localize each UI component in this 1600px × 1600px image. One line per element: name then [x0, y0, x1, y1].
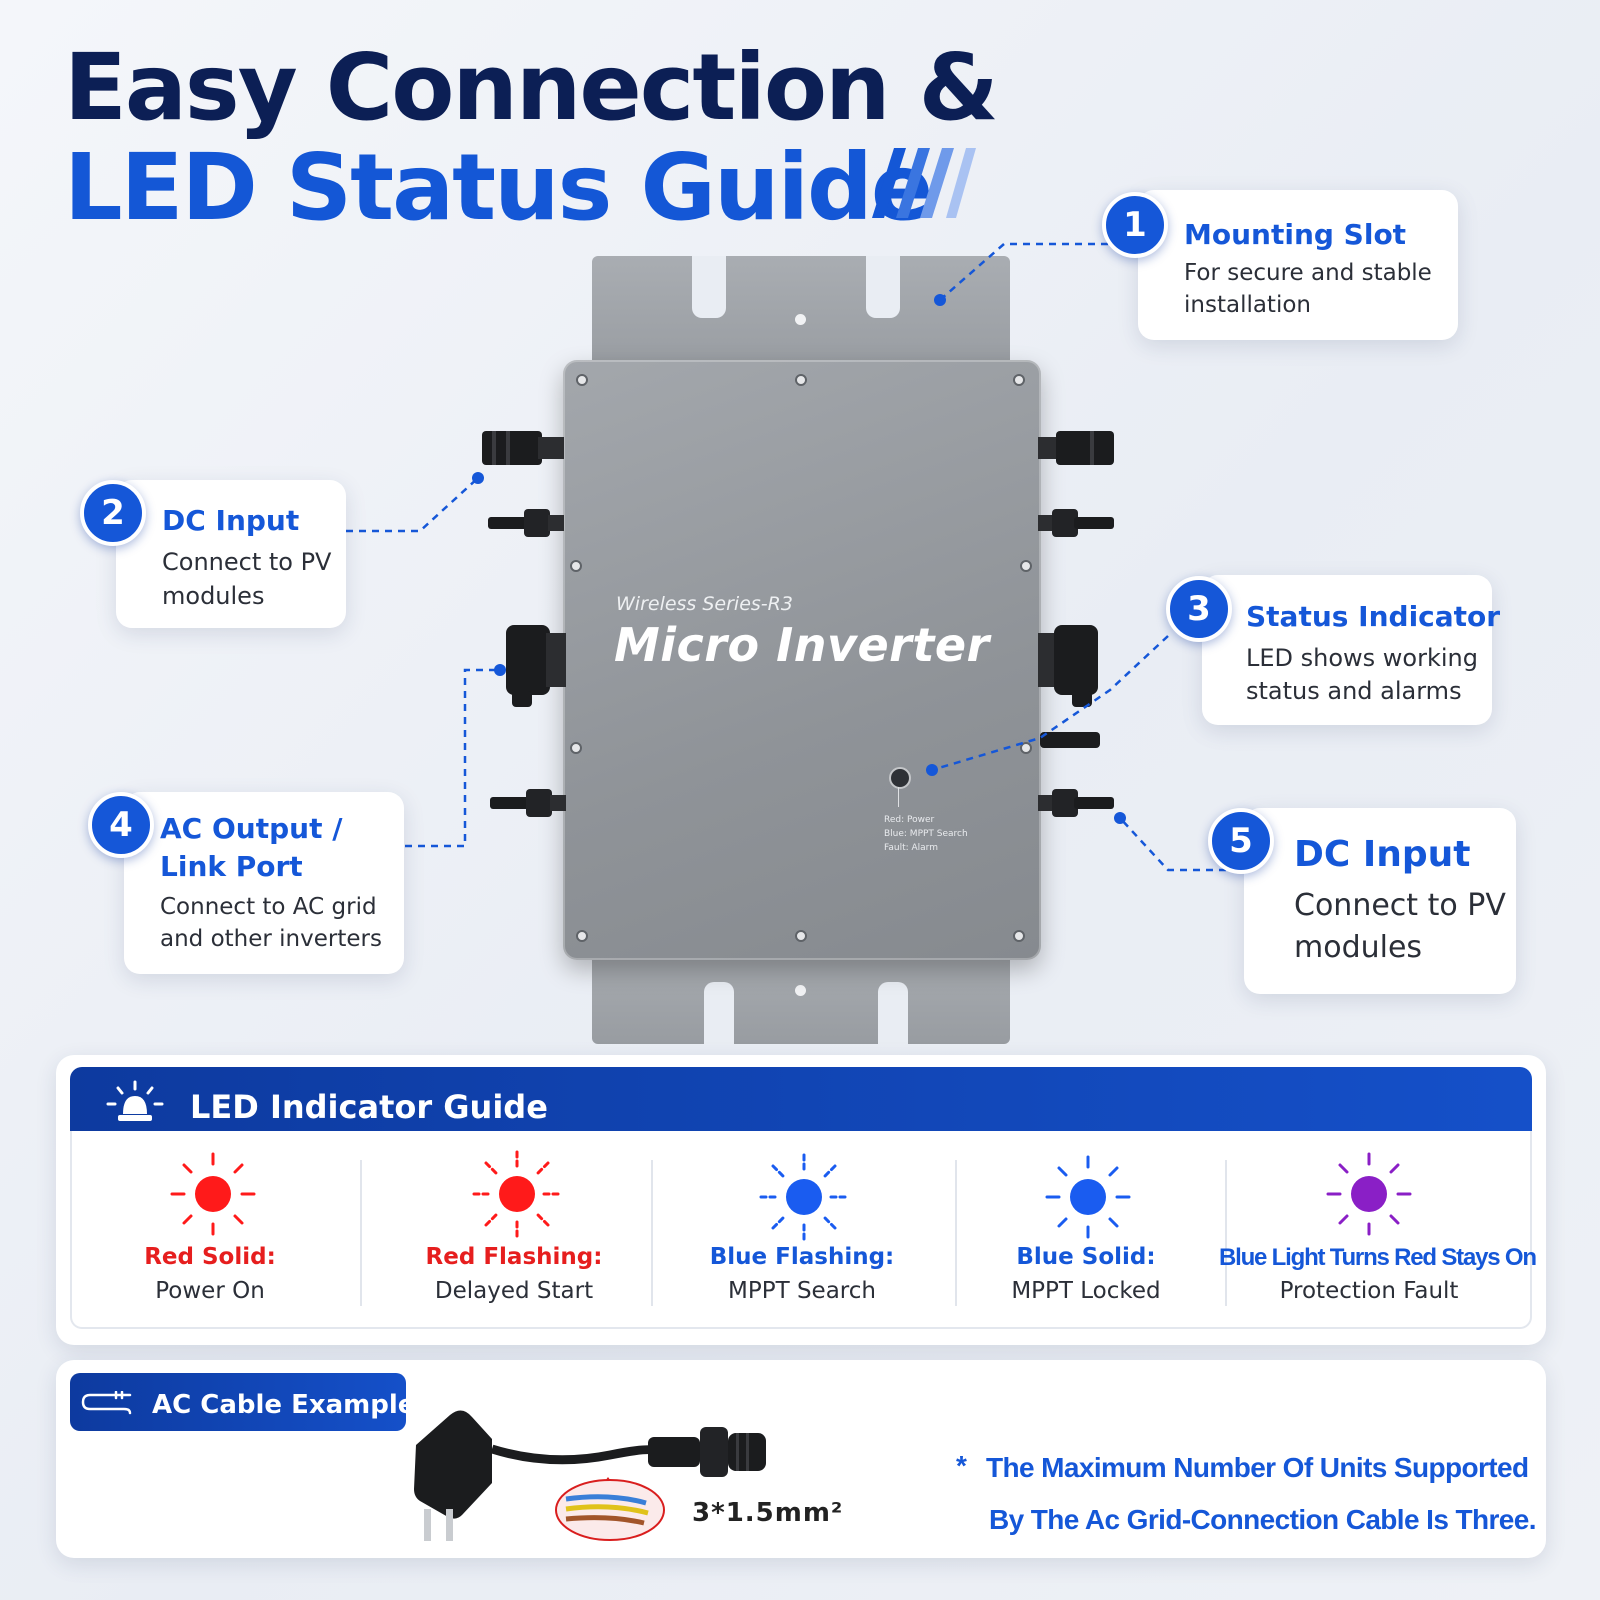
divider [1225, 1160, 1227, 1306]
callout-dc-input-left [116, 480, 346, 628]
led-guide-header [70, 1067, 1532, 1131]
callout-body: and other inverters [160, 926, 382, 952]
screw [570, 742, 582, 754]
divider [651, 1160, 653, 1306]
callout-badge: 2 [80, 480, 146, 546]
blue-flashing-led-icon [759, 1153, 849, 1241]
divider [955, 1160, 957, 1306]
dc-connector-left-bottom [490, 789, 566, 817]
screw [576, 930, 588, 942]
screw [795, 374, 807, 386]
screw [1013, 930, 1025, 942]
led-desc-blue-solid: MPPT Locked [1011, 1278, 1161, 1304]
antenna [1040, 732, 1100, 748]
callout-heading: Link Port [160, 850, 303, 883]
callout-heading: Mounting Slot [1184, 218, 1407, 251]
dc-connector-left-top [482, 431, 564, 465]
callout-leader-lines [346, 242, 1226, 872]
divider [360, 1160, 362, 1306]
callout-dc-input-right [1244, 808, 1516, 994]
cable-note-line-1: The Maximum Number Of Units Supported [986, 1452, 1529, 1483]
ac-cable-header [70, 1373, 406, 1431]
led-legend-line: Red: Power [884, 815, 935, 825]
dc-connector-left-mid [488, 509, 564, 537]
led-desc-blue-flashing: MPPT Search [728, 1278, 876, 1304]
led-label-blue-solid: Blue Solid: [1016, 1244, 1156, 1270]
led-legend-line: Fault: Alarm [884, 843, 938, 853]
led-legend-line: Blue: MPPT Search [884, 829, 968, 839]
ac-connector-right [1038, 625, 1098, 707]
led-leader [898, 787, 899, 807]
led-label-blue-flashing: Blue Flashing: [709, 1244, 895, 1270]
note-star: * [956, 1450, 967, 1481]
screw [576, 374, 588, 386]
screw [795, 930, 807, 942]
cable-icon [81, 1391, 132, 1415]
callout-ac-output [124, 792, 404, 974]
screw [1020, 742, 1032, 754]
callout-body: Connect to AC grid [160, 894, 377, 920]
callout-body: installation [1184, 292, 1311, 318]
cable-note-line-2: By The Ac Grid-Connection Cable Is Three… [989, 1504, 1537, 1535]
callout-body: modules [162, 582, 265, 610]
purple-fault-led-icon [1326, 1152, 1412, 1236]
callout-heading: DC Input [1294, 834, 1471, 875]
callout-badge: 4 [88, 792, 154, 858]
device-series: Wireless Series-R3 [616, 593, 793, 615]
led-label-red-solid: Red Solid: [144, 1244, 276, 1270]
dc-connector-right-mid [1038, 509, 1114, 537]
callout-body: LED shows working [1246, 644, 1478, 672]
inverter-body [563, 360, 1041, 960]
mounting-slot-right [866, 256, 900, 318]
callout-body: Connect to PV [1294, 888, 1506, 923]
dc-connector-right-top [1038, 431, 1114, 465]
callout-heading: AC Output / [160, 812, 343, 845]
callout-badge: 5 [1208, 808, 1274, 874]
screw [570, 560, 582, 572]
callout-body: status and alarms [1246, 677, 1462, 705]
callout-badge: 1 [1102, 192, 1168, 258]
decorative-slashes [872, 148, 976, 218]
red-flashing-led-icon [472, 1150, 562, 1238]
led-label-protection-fault: Blue Light Turns Red Stays On [1219, 1244, 1537, 1271]
callout-body: Connect to PV [162, 548, 332, 576]
led-desc-protection-fault: Protection Fault [1279, 1278, 1459, 1304]
ac-cable-illustration [414, 1410, 766, 1541]
led-guide-title: LED Indicator Guide [190, 1088, 548, 1126]
callout-status-indicator [1202, 575, 1492, 725]
screw [1013, 374, 1025, 386]
status-led [889, 767, 911, 789]
alarm-light-icon [106, 1080, 164, 1121]
callout-body: modules [1294, 930, 1423, 965]
callout-badge: 3 [1166, 576, 1232, 642]
blue-solid-led-icon [1045, 1155, 1131, 1239]
page-title-line-1: Easy Connection & [64, 34, 999, 141]
device-name: Micro Inverter [614, 618, 990, 672]
mounting-hole-top [795, 314, 806, 325]
led-label-red-flashing: Red Flashing: [425, 1244, 603, 1270]
callout-heading: DC Input [162, 504, 300, 537]
callout-mounting-slot [1138, 190, 1458, 340]
callout-body: For secure and stable [1184, 260, 1432, 286]
mounting-slot-bottom-right [878, 982, 908, 1044]
mounting-slot-bottom-left [704, 982, 734, 1044]
led-desc-red-flashing: Delayed Start [434, 1278, 594, 1304]
page-title-line-2: LED Status Guide [64, 134, 933, 241]
callout-heading: Status Indicator [1246, 600, 1501, 633]
red-solid-led-icon [170, 1152, 256, 1236]
mounting-slot-left [692, 256, 726, 318]
cable-spec: 3*1.5mm² [692, 1498, 844, 1528]
ac-connector-left [506, 625, 566, 707]
ac-cable-title: AC Cable Example [152, 1390, 416, 1420]
screw [1020, 560, 1032, 572]
led-desc-red-solid: Power On [155, 1278, 265, 1304]
mounting-hole-bottom [795, 985, 806, 996]
led-guide-body [70, 1131, 1532, 1329]
dc-connector-right-bottom [1038, 789, 1114, 817]
